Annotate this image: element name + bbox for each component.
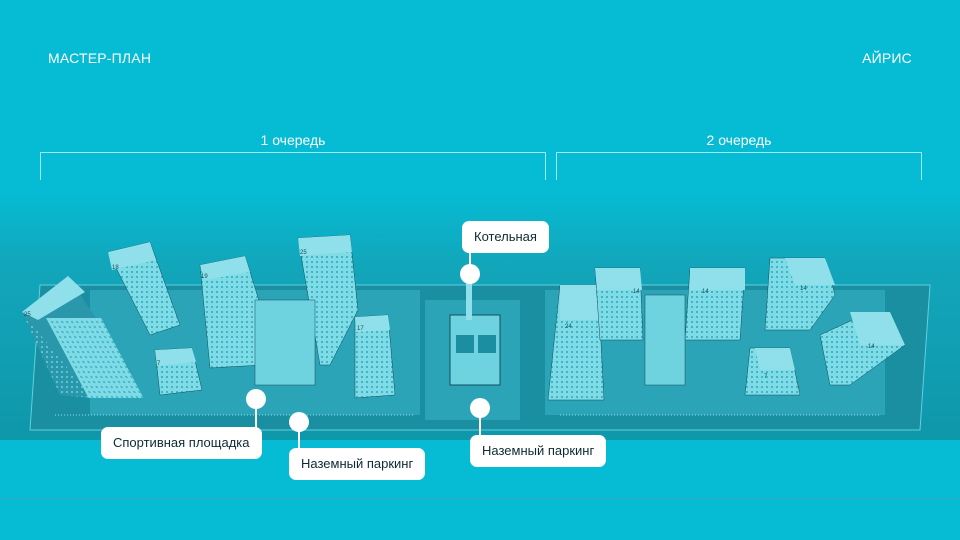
- page-title: МАСТЕР-ПЛАН: [48, 50, 152, 66]
- building-floor-count: 18: [112, 265, 119, 271]
- building-floor-count: 14: [868, 344, 875, 350]
- pin-parking-left[interactable]: [289, 412, 309, 432]
- buildings-phase-2: 24 14 14 14 7 14: [547, 257, 906, 401]
- building-floor-count: 25: [24, 312, 31, 318]
- callout-parking-left[interactable]: Наземный паркинг: [289, 448, 426, 480]
- callout-sports-ground[interactable]: Спортивная площадка: [101, 427, 262, 459]
- building-floor-count: 14: [800, 286, 807, 292]
- building-floor-count: 7: [157, 361, 161, 367]
- pin-parking-center[interactable]: [470, 398, 490, 418]
- phase-1-bracket: [40, 152, 546, 180]
- boiler-house: [449, 275, 501, 386]
- callout-stem: [469, 252, 471, 270]
- brand-name: АЙРИС: [862, 50, 912, 66]
- building-floor-count: 19: [201, 274, 208, 280]
- building-floor-count: 17: [357, 326, 364, 332]
- building-floor-count: 25: [300, 250, 307, 256]
- phase-2-label: 2 очередь: [706, 132, 772, 148]
- building-floor-count: 14: [633, 289, 640, 295]
- building-floor-count: 14: [702, 289, 709, 295]
- phase-1-label: 1 очередь: [260, 132, 326, 148]
- buildings-phase-1: 25 18 19 25 7 17: [22, 234, 396, 399]
- callout-stem: [479, 416, 481, 436]
- pin-boiler-house[interactable]: [460, 264, 480, 284]
- callout-parking-center[interactable]: Наземный паркинг: [470, 435, 607, 467]
- phase-2-bracket: [556, 152, 922, 180]
- callout-stem: [298, 430, 300, 450]
- callout-stem: [255, 408, 257, 428]
- building-floor-count: 24: [565, 324, 572, 330]
- pin-sports-ground[interactable]: [246, 389, 266, 409]
- divider: [0, 498, 960, 499]
- callout-boiler-house[interactable]: Котельная: [462, 221, 549, 253]
- building-floor-count: 7: [764, 374, 768, 380]
